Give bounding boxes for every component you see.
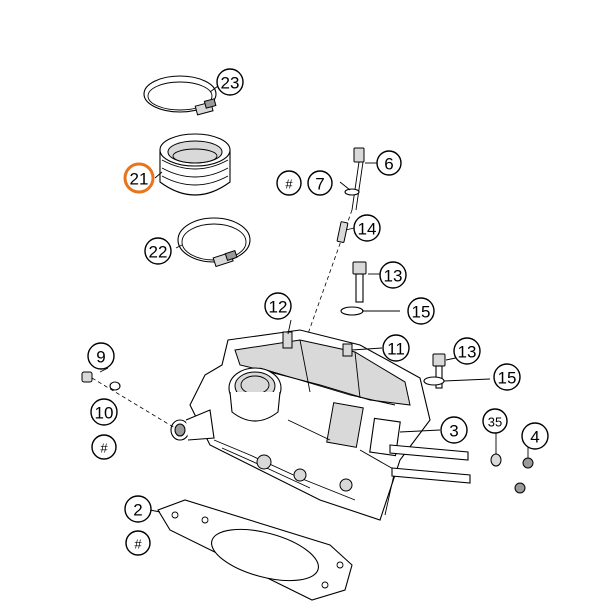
svg-text:15: 15 bbox=[412, 303, 431, 322]
svg-text:6: 6 bbox=[384, 155, 393, 174]
label-3[interactable]: 3 bbox=[440, 416, 468, 444]
label-13-upper[interactable]: 13 bbox=[379, 261, 407, 289]
svg-text:2: 2 bbox=[133, 501, 142, 520]
stud-3[interactable] bbox=[287, 419, 471, 484]
svg-text:#: # bbox=[285, 177, 293, 192]
svg-text:21: 21 bbox=[130, 170, 149, 189]
label-hash-2: # bbox=[125, 530, 151, 556]
svg-text:11: 11 bbox=[387, 340, 405, 359]
svg-text:#: # bbox=[134, 537, 142, 552]
svg-text:35: 35 bbox=[488, 415, 502, 430]
washer-7[interactable] bbox=[344, 188, 360, 196]
svg-text:#: # bbox=[100, 441, 108, 456]
label-35[interactable]: 35 bbox=[482, 408, 508, 434]
hose-clamp-23[interactable] bbox=[143, 75, 217, 116]
label-6[interactable]: 6 bbox=[376, 150, 402, 176]
label-21-selected[interactable]: 21 bbox=[123, 162, 155, 194]
label-22[interactable]: 22 bbox=[144, 237, 172, 265]
washer-15-upper[interactable] bbox=[340, 306, 364, 316]
nut-35[interactable] bbox=[490, 430, 502, 467]
bolt-13-upper[interactable] bbox=[352, 261, 367, 303]
label-9[interactable]: 9 bbox=[87, 342, 115, 370]
sleeve-14[interactable] bbox=[336, 221, 349, 243]
svg-text:3: 3 bbox=[449, 422, 458, 441]
washer-15-right[interactable] bbox=[423, 376, 445, 386]
label-11[interactable]: 11 bbox=[382, 334, 410, 362]
seal-ring-10[interactable] bbox=[109, 381, 121, 391]
long-bolt-6[interactable] bbox=[351, 147, 365, 211]
label-4[interactable]: 4 bbox=[521, 422, 549, 450]
label-14[interactable]: 14 bbox=[353, 214, 381, 242]
label-13-right[interactable]: 13 bbox=[453, 337, 481, 365]
label-7[interactable]: 7 bbox=[307, 170, 333, 196]
head-gasket-2[interactable] bbox=[157, 499, 353, 601]
label-2[interactable]: 2 bbox=[124, 495, 152, 523]
svg-text:4: 4 bbox=[530, 428, 539, 447]
svg-text:14: 14 bbox=[358, 220, 377, 239]
svg-text:9: 9 bbox=[96, 348, 105, 367]
svg-text:13: 13 bbox=[384, 267, 403, 286]
label-15-upper[interactable]: 15 bbox=[407, 297, 435, 325]
label-23[interactable]: 23 bbox=[216, 68, 244, 96]
label-10[interactable]: 10 bbox=[90, 398, 118, 426]
hose-clamp-22[interactable] bbox=[177, 217, 251, 268]
svg-text:12: 12 bbox=[269, 298, 288, 317]
label-12[interactable]: 12 bbox=[264, 292, 292, 320]
svg-text:10: 10 bbox=[95, 404, 114, 423]
svg-text:15: 15 bbox=[498, 369, 517, 388]
label-hash-7: # bbox=[276, 170, 302, 196]
label-15-right[interactable]: 15 bbox=[493, 363, 521, 391]
nut-4[interactable] bbox=[514, 446, 534, 494]
svg-text:7: 7 bbox=[315, 175, 324, 194]
screw-plug-9[interactable] bbox=[81, 371, 93, 383]
intake-flange-21[interactable] bbox=[159, 133, 231, 196]
label-hash-10: # bbox=[91, 434, 117, 460]
svg-text:23: 23 bbox=[221, 74, 240, 93]
svg-text:22: 22 bbox=[149, 243, 168, 262]
svg-text:13: 13 bbox=[458, 343, 477, 362]
